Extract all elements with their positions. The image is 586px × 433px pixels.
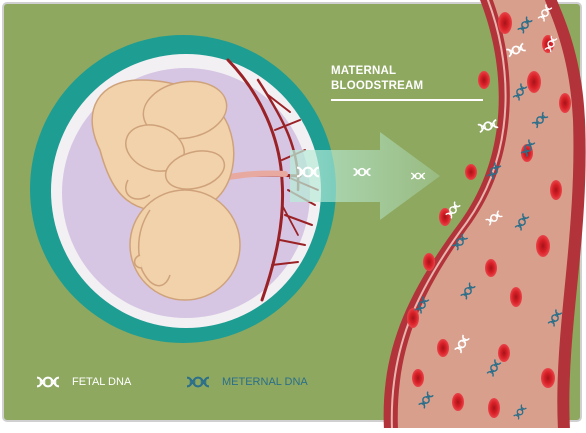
red-blood-cell — [423, 253, 435, 271]
transfer-arrow — [290, 132, 440, 220]
red-blood-cell — [488, 398, 500, 418]
label-underline — [331, 99, 483, 101]
blood-vessel — [383, 0, 586, 431]
red-blood-cell — [498, 12, 512, 34]
red-blood-cell — [437, 339, 449, 357]
red-blood-cell — [498, 344, 510, 362]
red-blood-cell — [559, 93, 571, 113]
maternal-bloodstream-line1: MATERNAL — [331, 65, 397, 77]
red-blood-cell — [465, 164, 477, 180]
legend-fetal-label: FETAL DNA — [72, 376, 132, 388]
fetus — [91, 79, 241, 301]
legend-maternal-label: METERNAL DNA — [222, 376, 308, 388]
maternal-bloodstream-label: MATERNAL BLOODSTREAM — [331, 64, 423, 94]
red-blood-cells — [407, 12, 571, 418]
red-blood-cell — [541, 368, 555, 388]
red-blood-cell — [550, 180, 562, 200]
legend-maternal-dna: METERNAL DNA — [176, 375, 308, 389]
red-blood-cell — [407, 308, 419, 328]
red-blood-cell — [536, 235, 550, 257]
red-blood-cell — [439, 208, 451, 226]
maternal-bloodstream-line2: BLOODSTREAM — [331, 80, 424, 92]
legend-fetal-dna: FETAL DNA — [30, 375, 131, 389]
red-blood-cell — [510, 287, 522, 307]
red-blood-cell — [478, 71, 490, 89]
red-blood-cell — [527, 71, 541, 93]
red-blood-cell — [412, 369, 424, 387]
red-blood-cell — [452, 393, 464, 411]
red-blood-cell — [485, 259, 497, 277]
